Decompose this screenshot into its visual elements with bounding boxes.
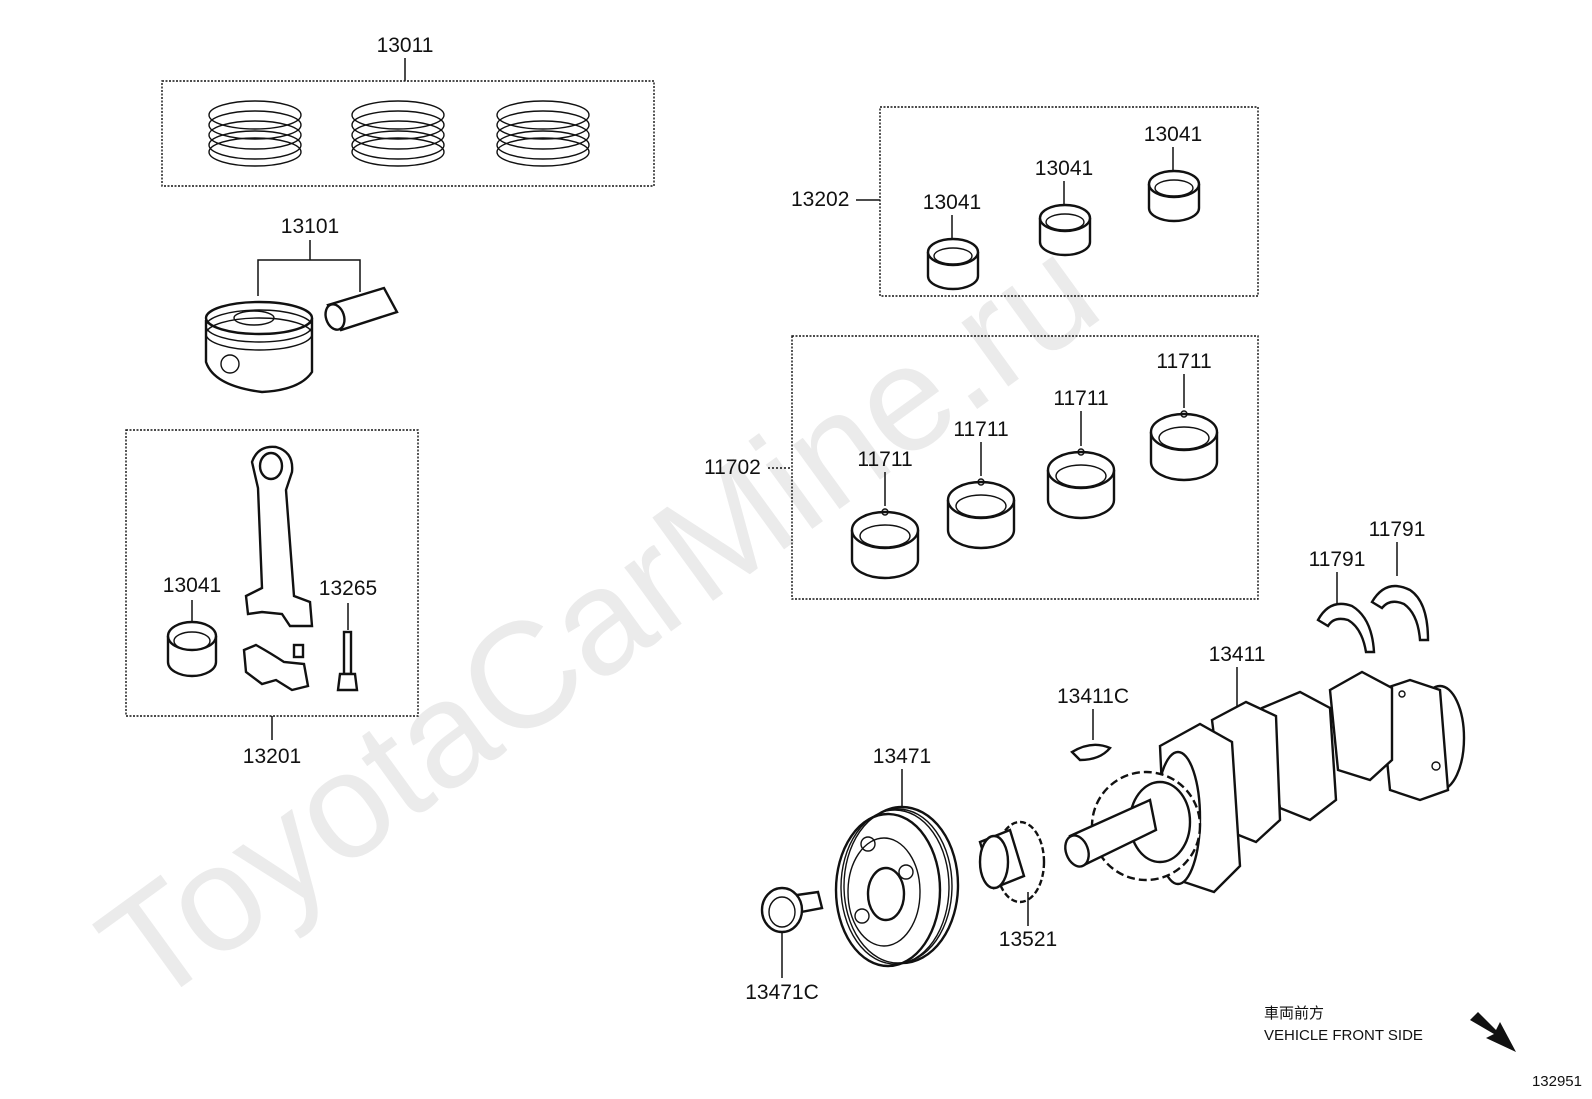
label-main-bearing-1[interactable]: 11711 [857,448,912,471]
bearing-shell-icon [1147,169,1201,223]
timing-gear-icon [978,820,1046,904]
piston-pin-icon [324,286,399,332]
thrust-washer-group: 11791 11791 [1309,518,1430,654]
crank-pulley-icon [834,805,960,968]
conrod-bearing-set-group: 13202 13041 13041 13041 [791,106,1259,297]
note-japanese: 車両前方 [1264,1005,1324,1022]
label-main-bearing-set[interactable]: 11702 [704,456,761,479]
bearing-shell-icon [1038,203,1092,257]
label-conrod-bearing-1[interactable]: 13041 [923,191,981,214]
label-thrust-washer-2[interactable]: 11791 [1369,518,1426,541]
bearing-shell-icon [166,620,218,678]
piston-group: 13101 [204,215,399,394]
label-main-bearing-3[interactable]: 11711 [1053,387,1108,410]
label-piston-ring-set[interactable]: 13011 [377,34,434,57]
main-bearing-set-box [791,335,1259,600]
figure-number: 132951 [1532,1073,1582,1090]
timing-gear-group: 13521 [978,820,1057,951]
piston-ring-icon [496,100,590,167]
conrod-bolt-icon [336,630,359,692]
vehicle-front-note: 車両前方 VEHICLE FRONT SIDE [1264,1005,1516,1052]
main-bearing-icon [1149,410,1219,482]
crankshaft-group: 13411 [1154,643,1466,894]
main-bearing-icon [946,478,1016,550]
label-crank-pulley[interactable]: 13471 [873,745,931,768]
piston-ring-set-group: 13011 [161,34,655,187]
woodruff-key-icon [1070,743,1112,762]
crankshaft-key-group: 13411C [1057,685,1129,762]
label-conrod-bearing-set[interactable]: 13202 [791,188,849,211]
main-bearing-icon [850,508,920,580]
main-bearing-icon [1046,448,1116,520]
label-piston[interactable]: 13101 [281,215,339,238]
label-conrod[interactable]: 13201 [243,745,301,768]
label-conrod-bearing[interactable]: 13041 [163,574,221,597]
label-main-bearing-4[interactable]: 11711 [1156,350,1211,373]
bearing-shell-icon [926,237,980,291]
label-conrod-bolt[interactable]: 13265 [319,577,377,600]
label-main-bearing-2[interactable]: 11711 [953,418,1008,441]
main-bearing-set-group: 11702 11711 11711 11711 11711 [704,335,1259,600]
label-thrust-washer-1[interactable]: 11791 [1309,548,1366,571]
conrod-group: 13201 13041 13265 [125,429,419,768]
piston-icon [204,300,314,394]
note-english: VEHICLE FRONT SIDE [1264,1027,1423,1044]
piston-ring-set-box [161,80,655,187]
thrust-washer-icon [1370,584,1430,642]
crank-pulley-group: 13471 [834,745,960,968]
label-pulley-bolt[interactable]: 13471C [745,981,819,1004]
piston-ring-icon [351,100,445,167]
conrod-cap-icon [242,643,310,692]
label-conrod-bearing-2[interactable]: 13041 [1035,157,1093,180]
conrod-bearing-set-box [879,106,1259,297]
thrust-washer-icon [1316,602,1376,654]
crankshaft-icon [1154,670,1466,894]
piston-ring-icon [208,100,302,167]
label-crankshaft[interactable]: 13411 [1209,643,1266,666]
pulley-bolt-group: 13471C [745,886,824,1004]
connecting-rod-icon [244,445,314,628]
arrow-icon [1470,1012,1516,1052]
label-conrod-bearing-3[interactable]: 13041 [1144,123,1202,146]
crank-sprocket-icon [1064,770,1202,882]
label-crankshaft-key[interactable]: 13411C [1057,685,1129,708]
conrod-box [125,429,419,717]
label-timing-gear[interactable]: 13521 [999,928,1057,951]
pulley-bolt-icon [760,886,824,934]
